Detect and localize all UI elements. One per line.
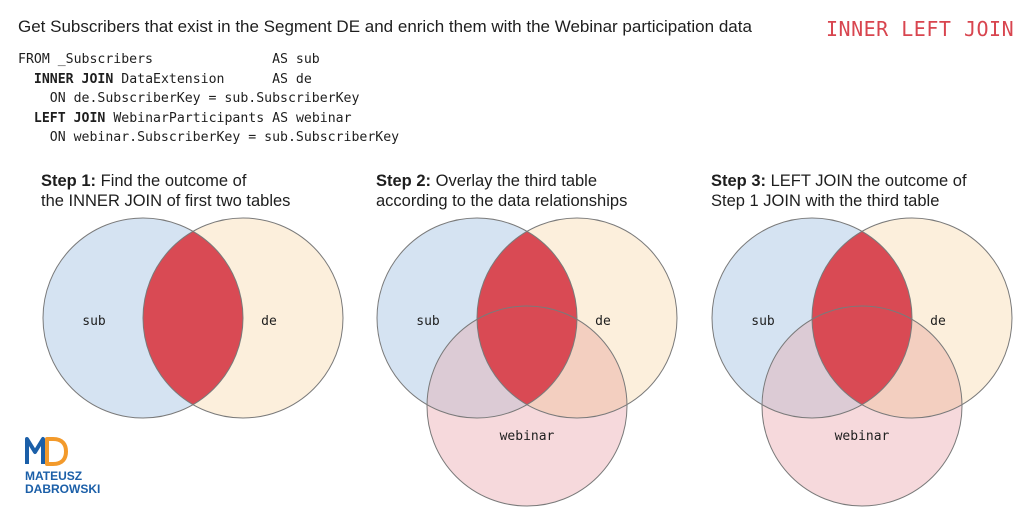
step-2-line2: according to the data relationships bbox=[376, 192, 628, 210]
venn1-sub-outline bbox=[42, 217, 244, 419]
step-3-caption: Step 3: LEFT JOIN the outcome of Step 1 … bbox=[711, 171, 967, 211]
sql-inner-join-keyword: INNER JOIN bbox=[33, 71, 114, 87]
venn-step-1: sub de bbox=[42, 217, 344, 419]
venn2-intersection bbox=[477, 218, 577, 418]
step-3-line2: Step 1 JOIN with the third table bbox=[711, 192, 940, 210]
logo-text: MATEUSZ DABROWSKI bbox=[25, 470, 100, 496]
logo-line-1: MATEUSZ bbox=[25, 469, 83, 483]
sql-join2-alias: AS webinar bbox=[272, 110, 352, 126]
sql-code-block: FROM _Subscribers AS sub INNER JOIN Data… bbox=[18, 50, 399, 148]
venn2-webinar-label: webinar bbox=[500, 429, 555, 444]
venn3-webinar-label: webinar bbox=[835, 429, 890, 444]
sql-join2-table: WebinarParticipants bbox=[113, 110, 265, 126]
venn3-intersection bbox=[812, 218, 912, 418]
venn-step-3: sub de webinar bbox=[711, 217, 1013, 507]
logo-icon bbox=[25, 437, 68, 466]
step-3-bold: Step 3: bbox=[711, 172, 767, 190]
venn1-intersection bbox=[143, 218, 243, 418]
sql-join1-alias: AS de bbox=[272, 71, 312, 87]
page-title: Get Subscribers that exist in the Segmen… bbox=[18, 17, 752, 36]
sql-join1-on: ON de.SubscriberKey = sub.SubscriberKey bbox=[49, 91, 360, 106]
venn1-de-outline bbox=[142, 217, 344, 419]
venn3-sub-outline bbox=[711, 217, 913, 419]
venn1-de-label: de bbox=[261, 314, 277, 329]
step-1-line1: Find the outcome of bbox=[100, 172, 247, 190]
sql-join2-on: ON webinar.SubscriberKey = sub.Subscribe… bbox=[49, 130, 400, 145]
step-3-line1: LEFT JOIN the outcome of bbox=[770, 172, 967, 190]
sql-from-keyword: FROM bbox=[18, 52, 50, 67]
venn-step-2: sub de webinar bbox=[376, 217, 678, 507]
step-1-caption: Step 1: Find the outcome of the INNER JO… bbox=[41, 171, 290, 211]
sql-from-table: _Subscribers bbox=[57, 52, 153, 67]
step-2-caption: Step 2: Overlay the third table accordin… bbox=[376, 171, 627, 211]
venn3-sub-label: sub bbox=[751, 314, 775, 329]
step-1-bold: Step 1: bbox=[41, 172, 97, 190]
venn1-sub-label: sub bbox=[82, 314, 106, 329]
step-2-line1: Overlay the third table bbox=[435, 172, 598, 190]
sql-join1-table: DataExtension bbox=[121, 71, 225, 87]
sql-left-join-keyword: LEFT JOIN bbox=[33, 110, 106, 126]
join-type-tag: INNER LEFT JOIN bbox=[826, 17, 1015, 41]
venn2-sub-label: sub bbox=[416, 314, 440, 329]
venn3-de-label: de bbox=[930, 314, 946, 329]
venn2-de-label: de bbox=[595, 314, 611, 329]
step-2-bold: Step 2: bbox=[376, 172, 432, 190]
venn2-sub-outline bbox=[376, 217, 578, 419]
venn2-webinar-outline bbox=[426, 305, 628, 507]
venn2-de-outline bbox=[476, 217, 678, 419]
sql-from-alias: AS sub bbox=[272, 52, 320, 67]
step-1-line2: the INNER JOIN of first two tables bbox=[41, 192, 291, 210]
logo-line-2: DABROWSKI bbox=[25, 482, 101, 496]
venn3-de-outline bbox=[811, 217, 1013, 419]
venn3-webinar-outline bbox=[761, 305, 963, 507]
